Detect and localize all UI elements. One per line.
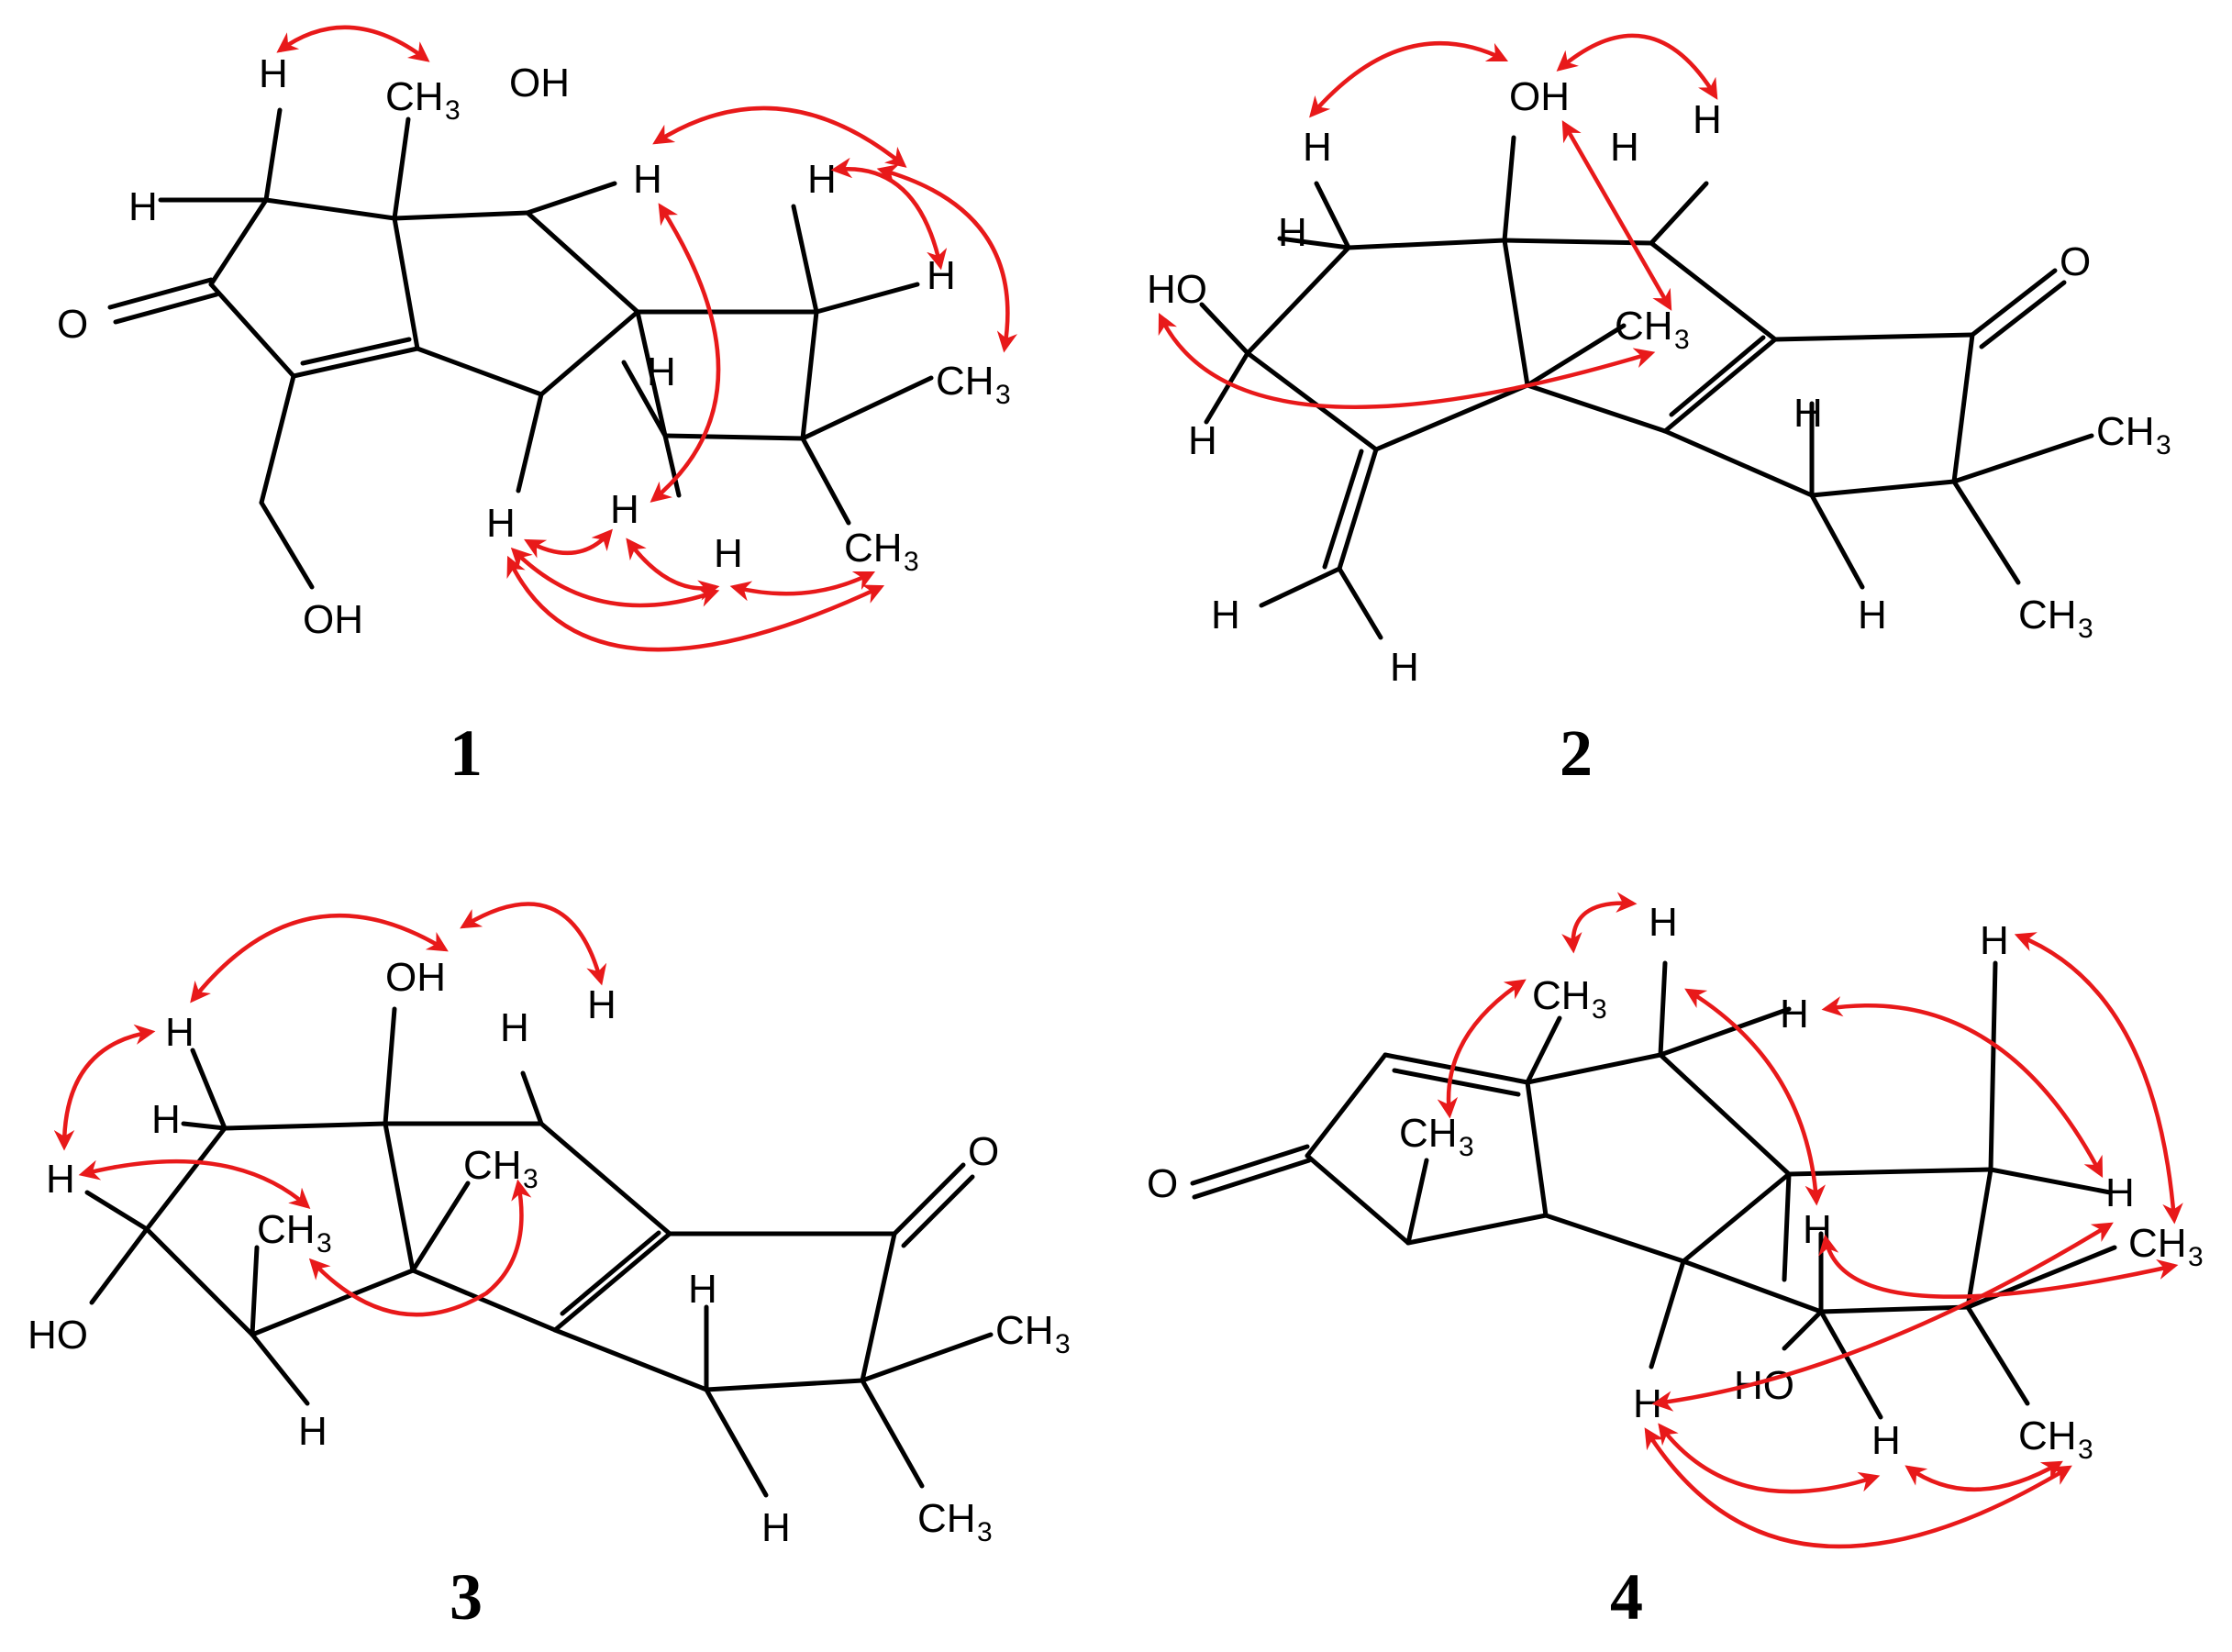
compound-3-noe-correlations <box>53 902 607 1317</box>
compound-1-h-label: H <box>927 253 956 298</box>
compound-1-subscript: 3 <box>995 380 1011 410</box>
compound-3-h-label: H <box>688 1267 717 1312</box>
compound-3-ketone-o-label: O <box>968 1129 999 1174</box>
compound-1-h-label: H <box>259 51 288 96</box>
compound-4-h-label: H <box>2105 1170 2135 1215</box>
compound-1-subscript: 3 <box>904 547 919 577</box>
compound-4-subscript: 3 <box>1592 994 1607 1025</box>
compound-4-subscript: 3 <box>2078 1435 2093 1465</box>
compound-3-methyl-label: CH <box>463 1143 522 1188</box>
compound-1-methyl-label: CH <box>844 526 903 571</box>
compound-3-h-label: H <box>587 982 616 1027</box>
compound-1-hydroxyl-label: OH <box>509 61 570 105</box>
compound-2-methyl-label: CH <box>2096 409 2155 454</box>
compound-2-hydroxyl-label: HO <box>1147 267 1207 312</box>
compound-2-h-label: H <box>1211 593 1240 638</box>
compound-4-ketone-o-label: O <box>1147 1161 1178 1206</box>
compound-2-subscript: 3 <box>2078 614 2093 644</box>
compound-1-h-label: H <box>714 531 743 576</box>
compound-1-h-label: H <box>610 487 639 532</box>
compound-3-methyl-label: CH <box>917 1496 976 1541</box>
compound-4-methyl-label: CH <box>1399 1111 1458 1156</box>
compound-2-h-label: H <box>1390 645 1419 690</box>
compound-2-noe-correlations <box>1158 33 1718 410</box>
compound-4-h-label: H <box>1780 992 1809 1037</box>
compound-2-subscript: 3 <box>2156 430 2171 460</box>
compound-2-methyl-label: CH <box>2018 593 2077 638</box>
compound-3-h-label: H <box>500 1005 529 1050</box>
compound-3-subscript: 3 <box>977 1517 993 1547</box>
compound-3-structure: H H H HO H CH 3 OH H H CH 3 O H H CH 3 C… <box>28 902 1071 1634</box>
compound-3-h-label: H <box>46 1157 75 1202</box>
compound-2-h-label: H <box>1278 210 1307 255</box>
compound-2-ketone-o-label: O <box>2060 239 2091 284</box>
compound-2-h-label: H <box>1303 125 1332 170</box>
compound-4-methyl-label: CH <box>2018 1414 2077 1458</box>
compound-3-methyl-label: CH <box>995 1308 1054 1353</box>
compound-1-structure: H H CH 3 OH H H H CH 3 O OH H H H H CH 3 <box>57 25 1018 790</box>
compound-2-h-label: H <box>1693 97 1722 142</box>
compound-2-h-label: H <box>1188 418 1217 463</box>
compound-4-subscript: 3 <box>2188 1242 2204 1272</box>
compound-1-methyl-label: CH <box>936 359 994 404</box>
compound-1-h-label: H <box>486 501 516 546</box>
compound-1-hydroxyl-label: OH <box>303 597 363 642</box>
compound-1-h-label: H <box>633 157 662 202</box>
compound-2-h-label: H <box>1858 593 1887 638</box>
compound-2-h-label: H <box>1793 391 1823 436</box>
compound-2-hydroxyl-label: OH <box>1509 74 1570 119</box>
compound-3-number: 3 <box>450 1560 483 1634</box>
compound-4-h-label: H <box>1871 1418 1901 1463</box>
compound-4-structure: O CH 3 CH 3 H H H H CH 3 H HO H H CH 3 <box>1147 892 2204 1634</box>
compound-2-h-label: H <box>1610 125 1639 170</box>
compound-3-h-label: H <box>151 1097 181 1142</box>
compound-4-number: 4 <box>1610 1560 1643 1634</box>
compound-1-h-label: H <box>647 349 676 394</box>
compound-4-h-label: H <box>1649 900 1678 945</box>
compound-3-hydroxyl-label: HO <box>28 1313 88 1358</box>
compound-2-number: 2 <box>1560 716 1593 790</box>
compound-3-subscript: 3 <box>316 1228 332 1258</box>
compound-2-methyl-label: CH <box>1615 304 1673 349</box>
compound-4-h-label: H <box>1980 918 2009 963</box>
compound-1-ketone-o-label: O <box>57 302 88 347</box>
compound-1-noe-correlations <box>276 25 1018 652</box>
compound-4-labels: O CH 3 CH 3 H H H H CH 3 H HO H H CH 3 <box>1147 900 2204 1465</box>
compound-2-bonds <box>1199 135 2094 640</box>
compound-4-subscript: 3 <box>1459 1132 1474 1162</box>
compound-4-methyl-label: CH <box>1532 973 1591 1018</box>
compound-3-labels: H H H HO H CH 3 OH H H CH 3 O H H CH 3 C… <box>28 955 1071 1550</box>
compound-3-hydroxyl-label: OH <box>385 955 446 1000</box>
compound-3-bonds <box>84 1006 994 1498</box>
compound-3-h-label: H <box>165 1010 194 1055</box>
compound-1-number: 1 <box>450 716 483 790</box>
compound-4-noe-correlations <box>1437 892 2183 1549</box>
compound-2-subscript: 3 <box>1674 325 1690 355</box>
compound-1-h-label: H <box>128 184 158 229</box>
compound-3-h-label: H <box>761 1505 791 1550</box>
compound-3-subscript: 3 <box>523 1164 539 1194</box>
compound-3-methyl-label: CH <box>257 1207 316 1252</box>
compound-2-labels: H H HO H H H OH H H CH 3 O H H CH 3 CH 3 <box>1147 74 2171 690</box>
compound-1-h-label: H <box>807 157 837 202</box>
compound-2-structure: H H HO H H H OH H H CH 3 O H H CH 3 CH 3… <box>1147 33 2171 790</box>
compound-4-methyl-label: CH <box>2128 1221 2187 1266</box>
compound-3-subscript: 3 <box>1055 1329 1071 1359</box>
compound-3-h-label: H <box>298 1409 328 1454</box>
compound-1-subscript: 3 <box>445 95 461 126</box>
compound-1-methyl-label: CH <box>385 74 444 119</box>
